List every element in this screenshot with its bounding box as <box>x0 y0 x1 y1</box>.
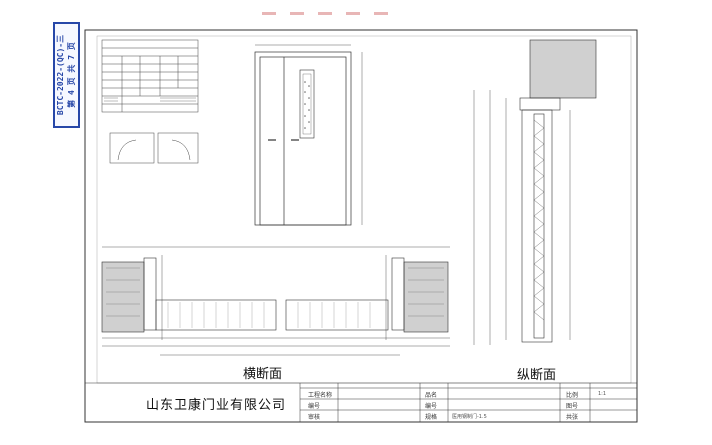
stamp-line-code: BCTC-2022-(QC)-三 <box>56 34 65 116</box>
inspection-stamp: BCTC-2022-(QC)-三 第 4 页 共 7 页 <box>53 22 80 128</box>
horizontal-section-hatching <box>106 267 444 317</box>
tb-scale-value: 1:1 <box>598 391 607 397</box>
window-pattern <box>304 81 310 129</box>
tb-product-label: 品名 <box>425 392 438 399</box>
tb-drawing-no-label: 图号 <box>566 403 579 410</box>
top-bleed-marks <box>262 0 462 15</box>
tb-code-label: 编号 <box>425 403 438 410</box>
spec-table-hatch <box>104 97 196 102</box>
company-name: 山东卫康门业有限公司 <box>146 398 287 413</box>
swing-diagrams <box>109 132 199 164</box>
horizontal-section-title: 横断面 <box>243 367 283 382</box>
tb-project-label: 工程名称 <box>308 392 333 399</box>
door-elevation <box>254 44 363 226</box>
tb-spec-value: 医用钢制门-1.5 <box>452 414 487 420</box>
vertical-section <box>473 39 597 345</box>
stamp-line-page: 第 4 页 共 7 页 <box>67 42 76 108</box>
door-leaf-verticals <box>167 302 371 328</box>
tb-spec-label: 规格 <box>425 414 438 421</box>
tb-sheets-label: 共张 <box>566 414 579 421</box>
tb-scale-label: 比例 <box>566 392 579 399</box>
spec-table <box>101 39 199 113</box>
tb-review-label: 审核 <box>308 414 321 421</box>
drawing-frame <box>84 29 638 423</box>
vertical-section-zigzag <box>533 119 545 321</box>
title-block <box>85 382 637 422</box>
tb-number-label: 编号 <box>308 403 321 410</box>
stamp-text: BCTC-2022-(QC)-三 第 4 页 共 7 页 <box>55 24 78 126</box>
vertical-section-title: 纵断面 <box>517 368 557 383</box>
horizontal-section <box>101 246 450 356</box>
